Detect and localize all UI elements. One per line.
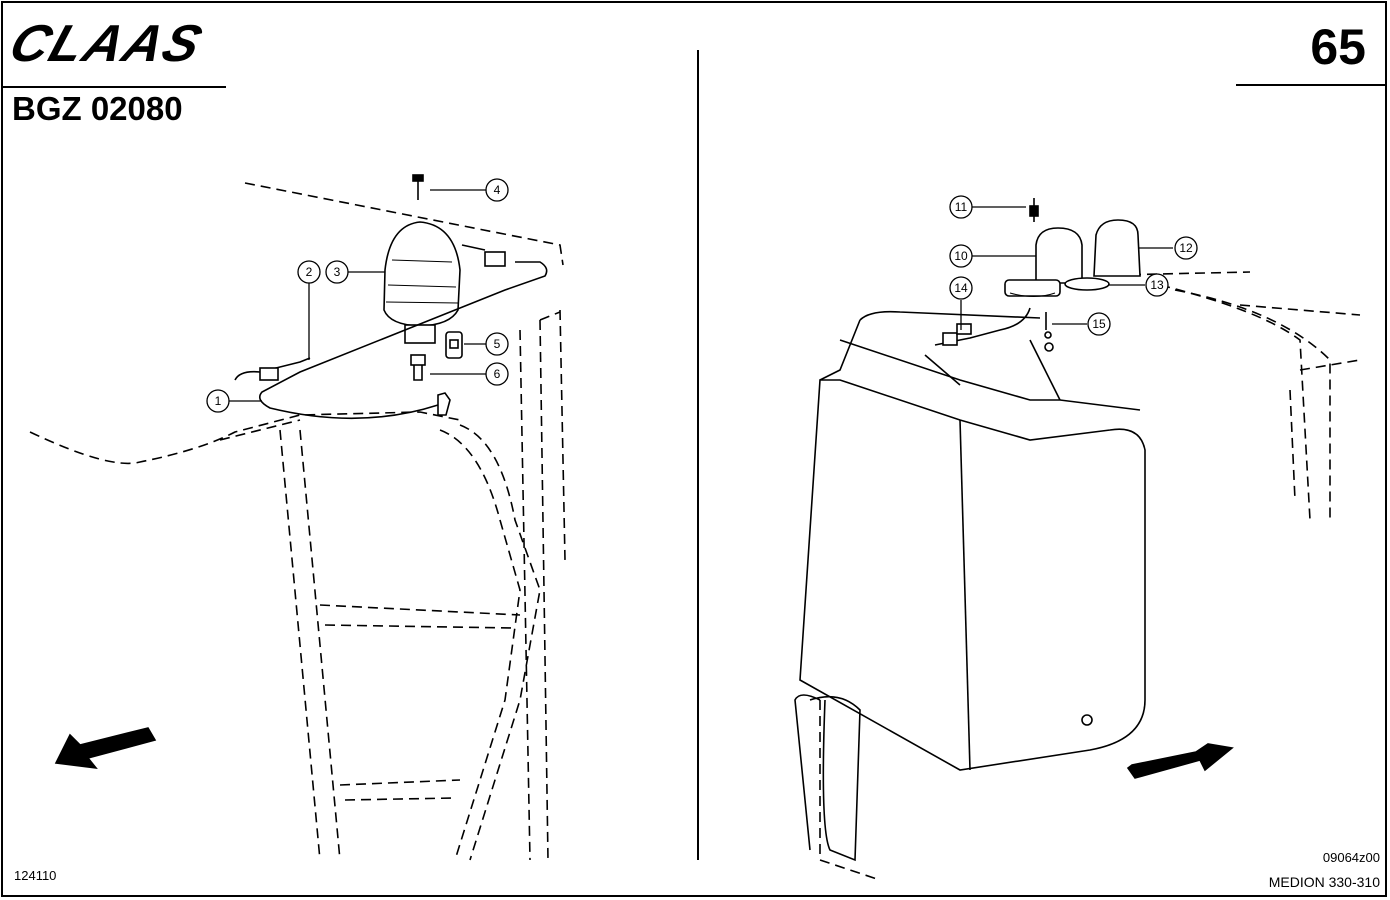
page-number: 65 — [1310, 19, 1366, 75]
bolt-4 — [412, 174, 424, 200]
callout-label-12: 12 — [1179, 241, 1193, 255]
callout-circle-10 — [949, 244, 973, 268]
direction-arrow-right — [1126, 743, 1234, 779]
direction-arrow-left — [54, 727, 157, 770]
callout-label-6: 6 — [494, 367, 501, 381]
screw-6 — [410, 354, 426, 381]
model-name: MEDION 330-310 — [1268, 874, 1380, 890]
callouts-right: 10 11 12 13 14 15 — [949, 195, 1198, 336]
beacon-lamp-left — [383, 221, 461, 344]
beacon-lamp-right — [1004, 227, 1083, 297]
callout-label-4: 4 — [494, 183, 501, 197]
callout-circle-6 — [485, 362, 509, 386]
callout-label-15: 15 — [1092, 317, 1106, 331]
callout-label-3: 3 — [334, 265, 341, 279]
drawing-reference: 124110 — [14, 868, 57, 883]
callout-label-5: 5 — [494, 337, 501, 351]
callout-circle-2 — [297, 260, 321, 284]
left-cab-outline — [29, 182, 566, 861]
callout-label-13: 13 — [1150, 278, 1164, 292]
callout-circle-15 — [1087, 312, 1111, 336]
callout-label-14: 14 — [954, 281, 968, 295]
callout-circle-5 — [485, 332, 509, 356]
callout-circle-4 — [485, 178, 509, 202]
view-divider — [697, 50, 699, 860]
callout-label-11: 11 — [955, 200, 968, 214]
right-cab-outline — [819, 271, 1361, 881]
callout-circle-1 — [206, 389, 230, 413]
lens-12 — [1064, 219, 1141, 291]
callout-label-10: 10 — [954, 249, 968, 263]
screw-15 — [1044, 312, 1054, 352]
callout-label-2: 2 — [306, 265, 313, 279]
callout-circle-11 — [949, 195, 973, 219]
figure-reference: 09064z00 — [1322, 850, 1380, 865]
callout-circle-12 — [1174, 236, 1198, 260]
callouts-left: 1 2 3 4 5 6 — [206, 178, 509, 413]
header-rule-left — [2, 86, 226, 88]
callout-circle-13 — [1145, 273, 1169, 297]
right-cab-body — [794, 310, 1146, 862]
callout-label-1: 1 — [215, 394, 222, 408]
cable-harness-left — [234, 244, 548, 420]
bracket-5 — [445, 331, 463, 359]
cable-harness-right — [934, 307, 1031, 346]
callout-circle-14 — [949, 276, 973, 300]
header-rule-right — [1236, 84, 1386, 86]
callout-circle-3 — [325, 260, 349, 284]
document-code: BGZ 02080 — [12, 90, 183, 127]
bolt-11 — [1029, 198, 1039, 222]
